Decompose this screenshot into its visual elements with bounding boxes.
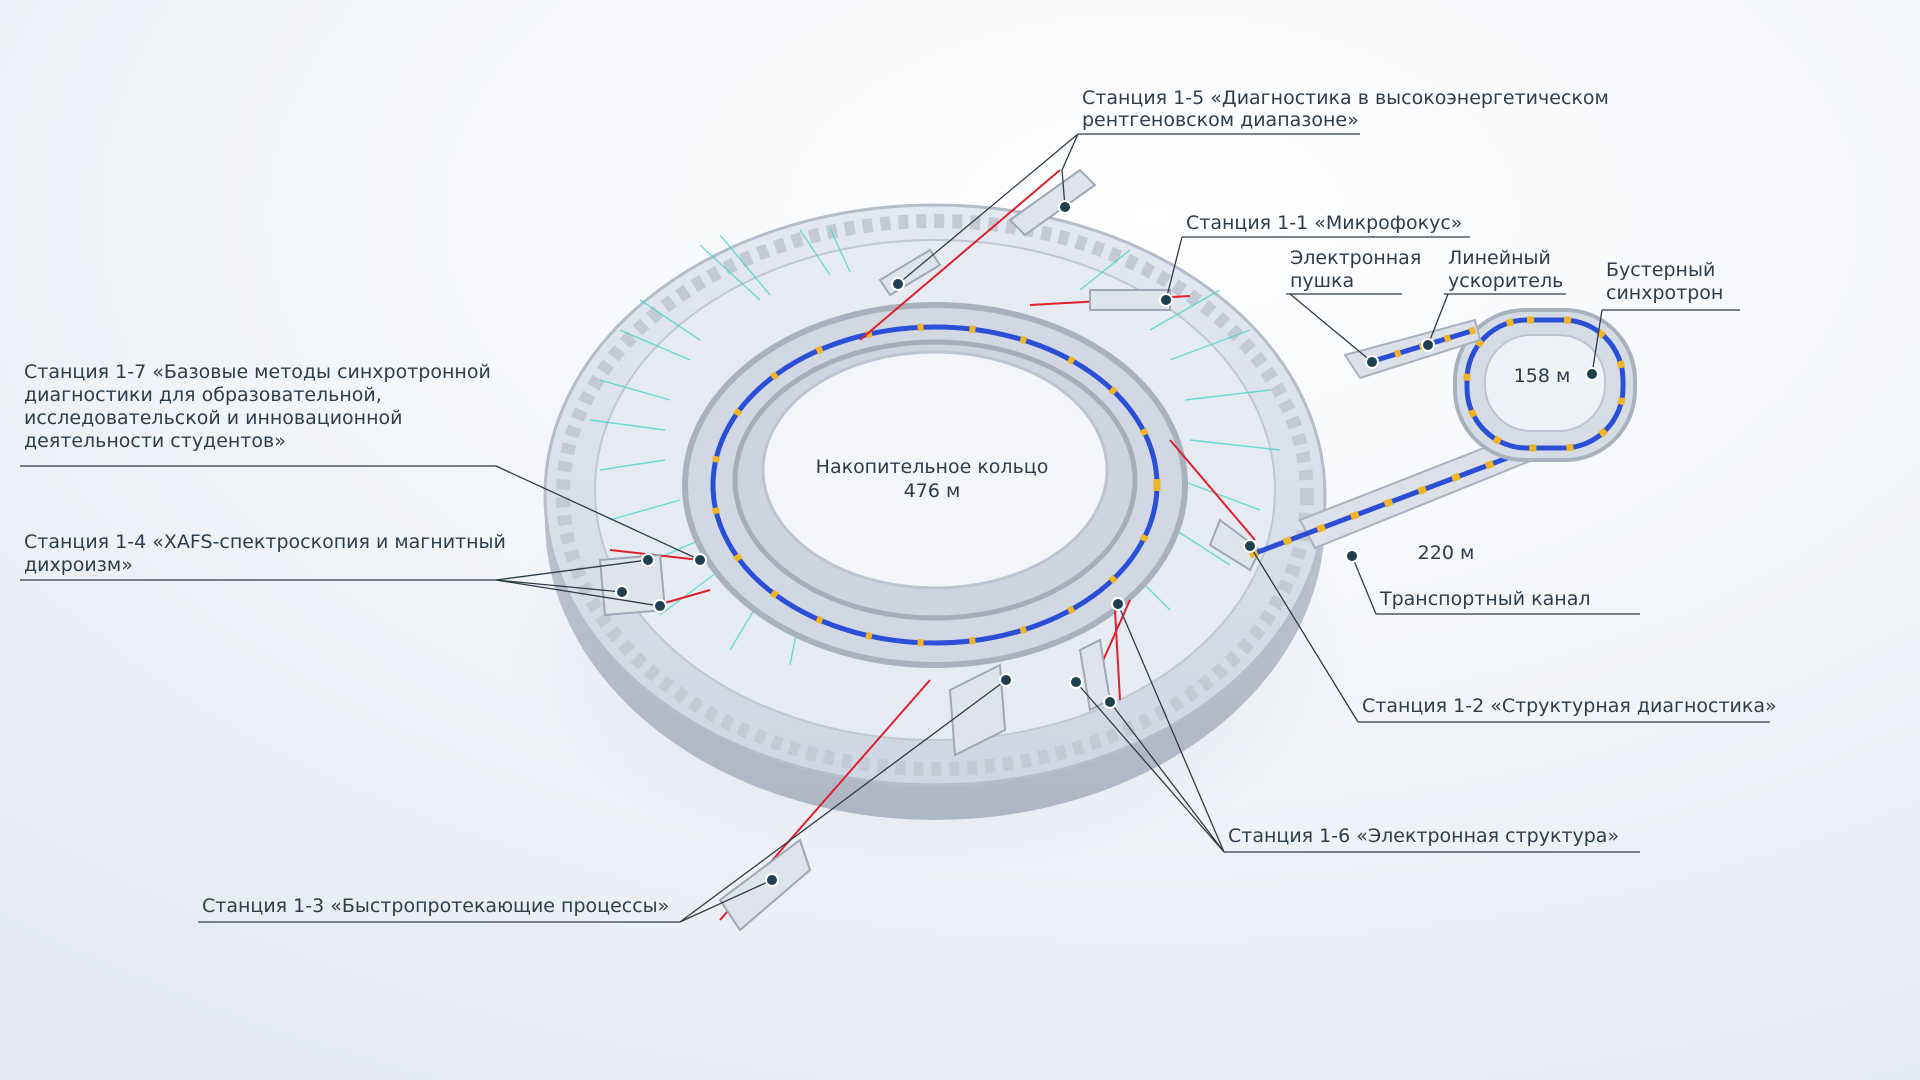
station-1-1-marker (1160, 294, 1172, 306)
station-1-5-marker (892, 278, 904, 290)
station-1-3-label: Станция 1-3 «Быстропротекающие процессы» (202, 895, 669, 917)
station-1-2-marker (1244, 540, 1256, 552)
station-1-4-label-line1: Станция 1-4 «XAFS-спектроскопия и магнит… (24, 531, 506, 553)
station-1-7-label-line2: диагностики для образовательной, (24, 384, 382, 406)
transport-channel-marker (1346, 550, 1358, 562)
station-1-6-marker-c (1104, 696, 1116, 708)
station-1-3-marker-b (766, 874, 778, 886)
station-1-7-marker (694, 554, 706, 566)
booster-marker (1586, 368, 1598, 380)
storage-ring-label: Накопительное кольцо (816, 456, 1049, 478)
station-1-1-label: Станция 1-1 «Микрофокус» (1186, 212, 1462, 234)
station-1-7-label-line4: деятельности студентов» (24, 430, 286, 452)
station-1-4-marker-b (616, 586, 628, 598)
station-1-2-label: Станция 1-2 «Структурная диагностика» (1362, 695, 1777, 717)
storage-ring-length: 476 м (904, 480, 961, 502)
electron-gun-marker (1366, 356, 1378, 368)
transport-channel-length: 220 м (1418, 542, 1475, 564)
station-1-7-label-line3: исследовательской и инновационной (24, 407, 402, 429)
station-1-5-marker-2 (1059, 201, 1071, 213)
transport-channel-label: Транспортный канал (1379, 588, 1591, 610)
linac-label-line1: Линейный (1448, 247, 1551, 269)
station-1-4-label-line2: дихроизм» (24, 554, 133, 576)
station-1-6-marker-a (1112, 598, 1124, 610)
linac-marker (1422, 339, 1434, 351)
linac-label-line2: ускоритель (1448, 270, 1563, 292)
electron-gun-label-line2: пушка (1290, 270, 1354, 292)
station-1-6-marker-b (1070, 676, 1082, 688)
booster-label-line2: синхротрон (1606, 282, 1723, 304)
electron-gun-label-line1: Электронная (1290, 247, 1421, 269)
station-1-3-marker-a (1000, 674, 1012, 686)
station-1-5-label-line2: рентгеновском диапазоне» (1082, 109, 1359, 131)
station-1-5-label-line1: Станция 1-5 «Диагностика в высокоэнергет… (1082, 87, 1609, 109)
booster-label-line1: Бустерный (1606, 259, 1715, 281)
booster-length: 158 м (1514, 365, 1571, 387)
station-1-6-label: Станция 1-6 «Электронная структура» (1228, 825, 1619, 847)
station-1-7-label-line1: Станция 1-7 «Базовые методы синхротронно… (24, 361, 491, 383)
station-1-4-marker-a (642, 554, 654, 566)
station-1-4-marker-c (654, 600, 666, 612)
